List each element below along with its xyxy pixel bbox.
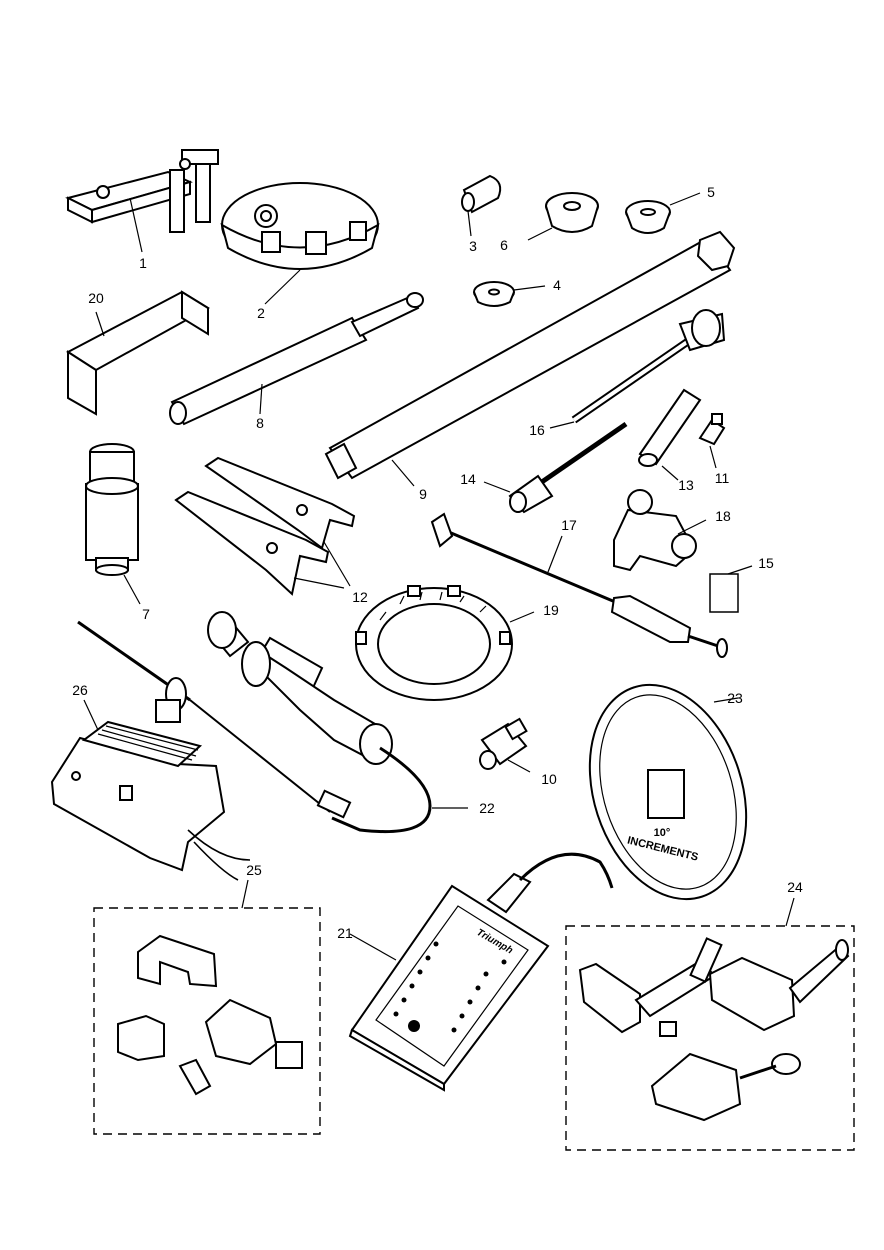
label-24: 24 bbox=[787, 879, 803, 895]
label-11: 11 bbox=[715, 470, 730, 486]
label-6: 6 bbox=[500, 237, 508, 253]
tool-25-group bbox=[93, 879, 321, 1135]
label-21: 21 bbox=[337, 925, 353, 941]
tool-20-u-bracket bbox=[66, 290, 210, 416]
tool-10-adaptor bbox=[479, 717, 531, 773]
tool-11-fitting bbox=[698, 413, 726, 469]
degree-wheel-line1: 10° bbox=[654, 827, 671, 839]
label-16: 16 bbox=[529, 422, 545, 438]
label-12: 12 bbox=[352, 589, 368, 605]
label-22: 22 bbox=[479, 800, 495, 816]
tool-14-socket bbox=[483, 421, 628, 514]
tool-4-washer bbox=[473, 281, 546, 307]
tool-17-long-tool bbox=[430, 512, 728, 658]
tool-7-cylinder bbox=[85, 443, 141, 605]
label-4: 4 bbox=[553, 277, 561, 293]
label-25: 25 bbox=[246, 862, 262, 878]
part-labels: 1 2 3 4 5 6 7 8 9 10 11 12 13 14 15 16 1… bbox=[72, 184, 803, 941]
tool-15-card bbox=[709, 565, 753, 613]
label-5: 5 bbox=[707, 184, 715, 200]
tool-2-plate bbox=[220, 182, 380, 305]
label-26: 26 bbox=[72, 682, 88, 698]
tool-1-bracket bbox=[65, 149, 219, 253]
tool-5-cup bbox=[625, 192, 701, 234]
label-15: 15 bbox=[758, 555, 774, 571]
tool-19-ring bbox=[355, 585, 535, 701]
label-10: 10 bbox=[541, 771, 557, 787]
tool-23-degree-wheel: 10° INCREMENTS bbox=[588, 683, 748, 901]
label-13: 13 bbox=[678, 477, 694, 493]
tool-6-cup bbox=[527, 192, 599, 241]
label-9: 9 bbox=[419, 486, 427, 502]
label-8: 8 bbox=[256, 415, 264, 431]
tool-24-group bbox=[565, 897, 855, 1151]
tool-13-sleeve bbox=[638, 388, 702, 481]
tool-21-tester: Triumph bbox=[348, 852, 614, 1092]
label-14: 14 bbox=[460, 471, 476, 487]
label-1: 1 bbox=[139, 255, 147, 271]
tool-26-charger bbox=[50, 699, 251, 881]
tool-12-spanners bbox=[174, 456, 356, 596]
label-23: 23 bbox=[727, 690, 743, 706]
label-18: 18 bbox=[715, 508, 731, 524]
label-7: 7 bbox=[142, 606, 150, 622]
label-17: 17 bbox=[561, 517, 577, 533]
tool-16-pin bbox=[549, 309, 726, 429]
tool-8-rod bbox=[169, 292, 424, 426]
tool-22-puller bbox=[77, 611, 468, 834]
label-19: 19 bbox=[543, 602, 559, 618]
tool-18-cam-lock bbox=[613, 489, 707, 572]
label-2: 2 bbox=[257, 305, 265, 321]
tool-3-plug bbox=[461, 174, 502, 237]
tool-9-shaft bbox=[324, 230, 736, 487]
label-20: 20 bbox=[88, 290, 104, 306]
label-3: 3 bbox=[469, 238, 477, 254]
